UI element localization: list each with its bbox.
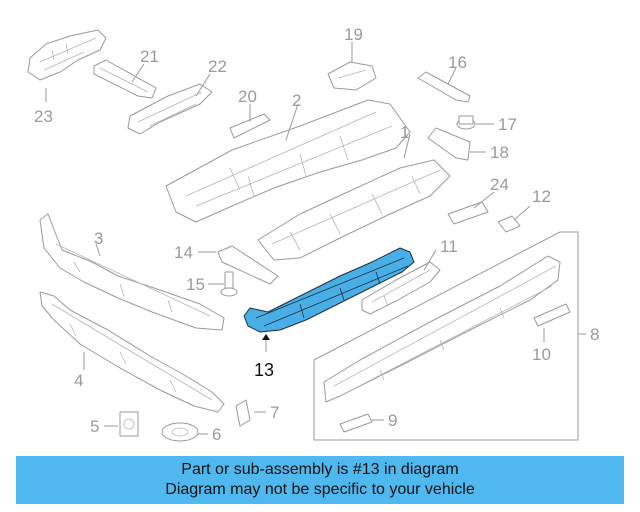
callout-10: 10 bbox=[532, 345, 551, 364]
part-21 bbox=[93, 59, 157, 99]
callout-22: 22 bbox=[208, 57, 227, 76]
callout-21: 21 bbox=[140, 47, 159, 66]
callout-16: 16 bbox=[448, 53, 467, 72]
callout-12: 12 bbox=[532, 187, 551, 206]
part-10 bbox=[533, 303, 571, 327]
part-14 bbox=[217, 245, 279, 285]
callout-17: 17 bbox=[498, 115, 517, 134]
leader-lines bbox=[45, 42, 586, 435]
callout-11: 11 bbox=[440, 237, 458, 256]
callout-6: 6 bbox=[212, 425, 221, 444]
part-12 bbox=[497, 215, 521, 233]
part-11 bbox=[361, 261, 441, 315]
callout-4: 4 bbox=[74, 371, 83, 390]
part-6 bbox=[161, 422, 199, 442]
part-17 bbox=[456, 115, 476, 130]
part-7 bbox=[235, 399, 251, 427]
banner-line-2: Diagram may not be specific to your vehi… bbox=[165, 481, 475, 498]
part-2 bbox=[165, 99, 411, 223]
part-20 bbox=[229, 113, 271, 139]
callout-24: 24 bbox=[490, 175, 509, 194]
callout-numbers: 1 2 3 4 5 6 7 8 9 10 11 12 13 14 15 16 1… bbox=[34, 25, 599, 444]
callout-2: 2 bbox=[292, 91, 301, 110]
callout-14: 14 bbox=[174, 243, 193, 262]
part-16 bbox=[417, 71, 471, 103]
callout-20: 20 bbox=[238, 87, 257, 106]
banner-line-1: Part or sub-assembly is #13 in diagram bbox=[181, 461, 459, 478]
callout-19: 19 bbox=[344, 25, 363, 44]
part-18 bbox=[427, 127, 471, 161]
callout-13-highlighted: 13 bbox=[254, 360, 274, 380]
part-22 bbox=[127, 83, 213, 135]
part-5 bbox=[119, 411, 139, 437]
info-banner: Part or sub-assembly is #13 in diagram D… bbox=[16, 456, 624, 504]
callout-7: 7 bbox=[270, 403, 279, 422]
side-sill-group-box bbox=[313, 231, 579, 441]
callout-9: 9 bbox=[388, 411, 397, 430]
callout-18: 18 bbox=[490, 143, 509, 162]
callout-8: 8 bbox=[590, 325, 599, 344]
part-15 bbox=[220, 271, 238, 297]
side-sill-outer-panel bbox=[323, 255, 561, 403]
part-19 bbox=[327, 61, 377, 91]
exploded-parts-diagram: 1 2 3 4 5 6 7 8 9 10 11 12 13 14 15 16 1… bbox=[27, 25, 599, 444]
callout-23: 23 bbox=[34, 107, 53, 126]
part-3 bbox=[39, 213, 225, 331]
callout-5: 5 bbox=[90, 417, 99, 436]
part-24 bbox=[447, 201, 489, 225]
part-23 bbox=[27, 29, 107, 81]
callout-3: 3 bbox=[94, 229, 103, 248]
part-13-highlighted[interactable] bbox=[243, 247, 415, 333]
part-1 bbox=[257, 159, 451, 261]
part-4 bbox=[39, 291, 225, 413]
callout-15: 15 bbox=[186, 275, 205, 294]
part-9 bbox=[339, 413, 373, 433]
callout-1: 1 bbox=[400, 123, 409, 142]
